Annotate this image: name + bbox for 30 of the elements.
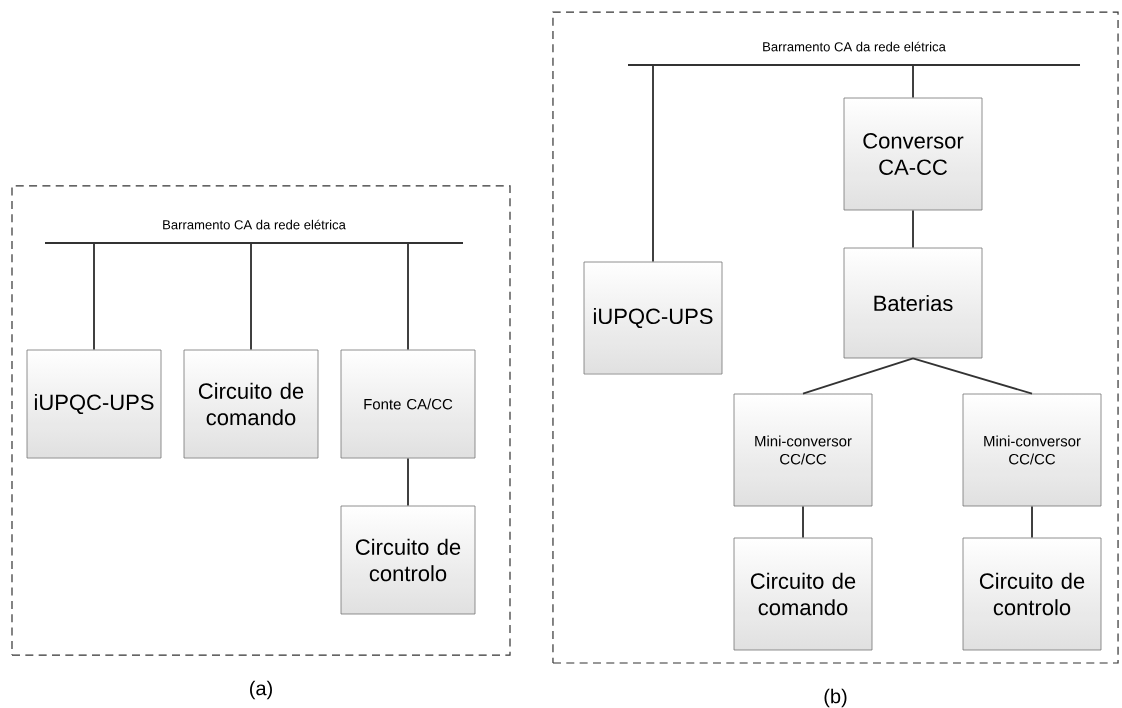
bus-line <box>45 241 463 245</box>
bus-line <box>628 63 1080 67</box>
dashed-frame <box>11 185 511 656</box>
connector-line <box>802 357 914 395</box>
block-box: Baterias <box>843 247 983 359</box>
figure-caption: (b) <box>824 688 847 708</box>
connector-line <box>1031 505 1033 539</box>
connector-line <box>912 357 1033 395</box>
connector-line <box>407 242 409 351</box>
dashed-frame <box>552 11 1119 664</box>
block-box: Conversor CA-CC <box>843 97 983 211</box>
connector-line <box>652 64 654 263</box>
connector-line <box>250 242 252 351</box>
bus-label: Barramento CA da rede elétrica <box>763 41 946 52</box>
figure-caption: (a) <box>250 680 272 700</box>
block-box: iUPQC-UPS <box>583 261 723 375</box>
block-box: Mini-conversor CC/CC <box>733 393 873 507</box>
connector-line <box>407 457 409 507</box>
block-box: iUPQC-UPS <box>26 349 162 459</box>
block-box: Fonte CA/CC <box>340 349 476 459</box>
block-box: Circuito de controlo <box>962 537 1102 651</box>
connector-line <box>93 242 95 351</box>
bus-label: Barramento CA da rede elétrica <box>163 219 346 230</box>
block-box: Circuito de controlo <box>340 505 476 615</box>
block-box: Circuito de comando <box>733 537 873 651</box>
block-box: Circuito de comando <box>183 349 319 459</box>
block-box: Mini-conversor CC/CC <box>962 393 1102 507</box>
connector-line <box>912 209 914 249</box>
connector-line <box>802 505 804 539</box>
connector-line <box>912 64 914 99</box>
